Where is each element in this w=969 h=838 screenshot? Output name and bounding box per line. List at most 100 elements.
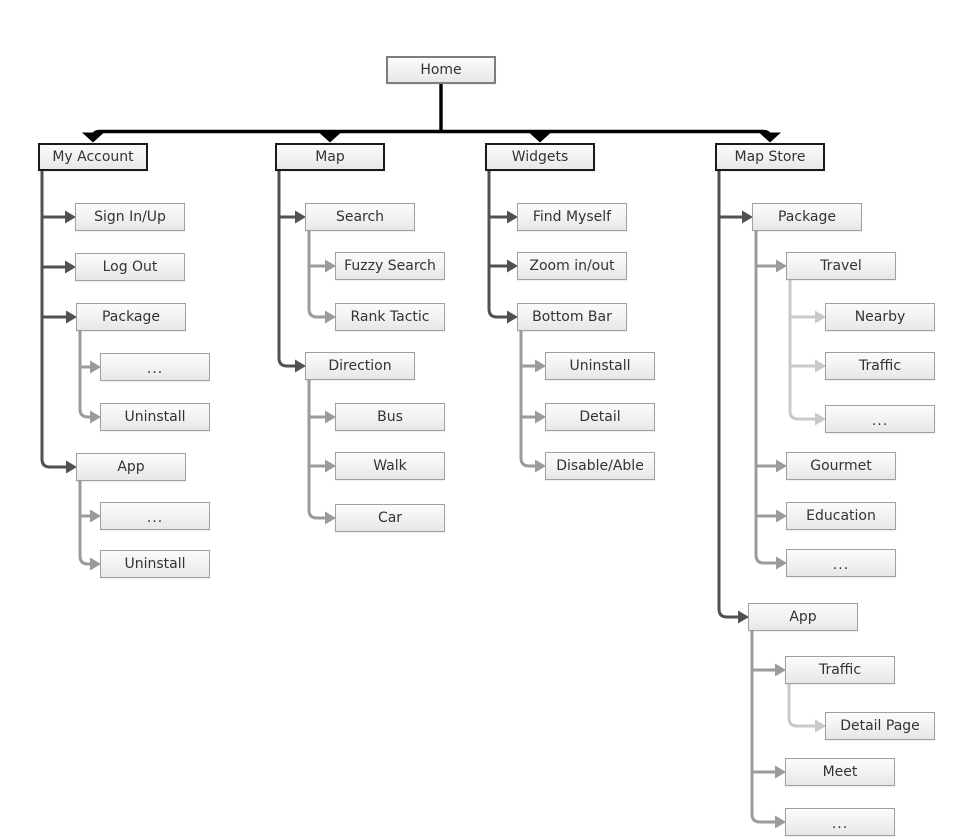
connector-mapstore [717,171,739,619]
node-package1: Package [76,303,186,331]
right-arrow-icon [775,815,786,829]
node-label: Uninstall [124,409,186,425]
right-arrow-icon [535,459,546,473]
right-arrow-icon [90,360,101,374]
node-label: Uninstall [569,358,631,374]
right-arrow-icon [66,460,77,474]
right-arrow-icon [815,310,826,324]
node-car: Car [335,504,445,532]
node-label: ... [146,361,164,377]
connector-search [307,231,326,319]
node-label: Car [377,510,403,526]
right-arrow-icon [325,459,336,473]
node-label: Traffic [858,358,902,374]
connector-bottombar [519,331,536,468]
node-package2: Package [752,203,862,231]
connector-package2 [754,231,777,565]
right-arrow-icon [742,210,753,224]
connector-app1 [78,481,91,566]
node-bottombar: Bottom Bar [517,303,627,331]
right-arrow-icon [325,259,336,273]
connector-traffic2 [787,684,816,728]
node-label: Find Myself [532,209,612,225]
node-label: Search [335,209,385,225]
right-arrow-icon [507,210,518,224]
node-label: Bottom Bar [532,309,612,325]
node-traffic1: Traffic [825,352,935,380]
node-detailpage: Detail Page [825,712,935,740]
node-dots2: ... [100,502,210,530]
node-label: Traffic [818,662,862,678]
node-map: Map [275,143,385,171]
right-arrow-icon [295,359,306,373]
right-arrow-icon [507,259,518,273]
node-label: Sign In/Up [94,209,166,225]
connector-direction [307,380,326,520]
node-label: Detail Page [840,718,920,734]
node-label: Walk [373,458,407,474]
node-nearby: Nearby [825,303,935,331]
node-label: Nearby [854,309,906,325]
node-uninstall3: Uninstall [545,352,655,380]
node-label: Package [777,209,837,225]
down-arrow-icon [759,132,781,143]
right-arrow-icon [65,260,76,274]
down-arrow-icon [82,132,104,143]
right-arrow-icon [776,459,787,473]
node-traffic2: Traffic [785,656,895,684]
node-label: Zoom in/out [529,258,615,274]
node-label: Meet [822,764,858,780]
node-label: Uninstall [124,556,186,572]
node-label: ... [871,413,889,429]
node-label: ... [832,557,850,573]
node-findmyself: Find Myself [517,203,627,231]
node-search: Search [305,203,415,231]
node-travel: Travel [786,252,896,280]
down-arrow-icon [319,132,341,143]
right-arrow-icon [507,310,518,324]
connector-widgets [487,171,508,319]
node-bus: Bus [335,403,445,431]
node-label: Fuzzy Search [344,258,436,274]
node-label: ... [831,816,849,832]
node-app2: App [748,603,858,631]
node-signinup: Sign In/Up [75,203,185,231]
node-label: Widgets [511,149,569,165]
right-arrow-icon [535,359,546,373]
connector-travel [788,280,816,421]
node-label: Map Store [734,149,806,165]
node-ranktactic: Rank Tactic [335,303,445,331]
node-walk: Walk [335,452,445,480]
node-label: Log Out [102,259,158,275]
node-dots5: ... [785,808,895,836]
right-arrow-icon [295,210,306,224]
node-mapstore: Map Store [715,143,825,171]
right-arrow-icon [325,310,336,324]
node-label: App [117,459,145,475]
connector-package1 [78,331,91,419]
right-arrow-icon [738,610,749,624]
right-arrow-icon [90,557,101,571]
right-arrow-icon [66,310,77,324]
right-arrow-icon [90,509,101,523]
node-label: Home [420,62,462,78]
right-arrow-icon [776,556,787,570]
node-label: My Account [52,149,134,165]
node-uninstall1: Uninstall [100,403,210,431]
node-label: Detail [579,409,621,425]
node-label: Rank Tactic [350,309,430,325]
node-zoominout: Zoom in/out [517,252,627,280]
node-label: Disable/Able [556,458,644,474]
node-widgets: Widgets [485,143,595,171]
right-arrow-icon [535,410,546,424]
down-arrow-icon [529,132,551,143]
node-dots3: ... [825,405,935,433]
node-label: Gourmet [810,458,872,474]
right-arrow-icon [90,410,101,424]
node-uninstall2: Uninstall [100,550,210,578]
right-arrow-icon [776,509,787,523]
node-logout: Log Out [75,253,185,281]
node-home: Home [386,56,496,84]
